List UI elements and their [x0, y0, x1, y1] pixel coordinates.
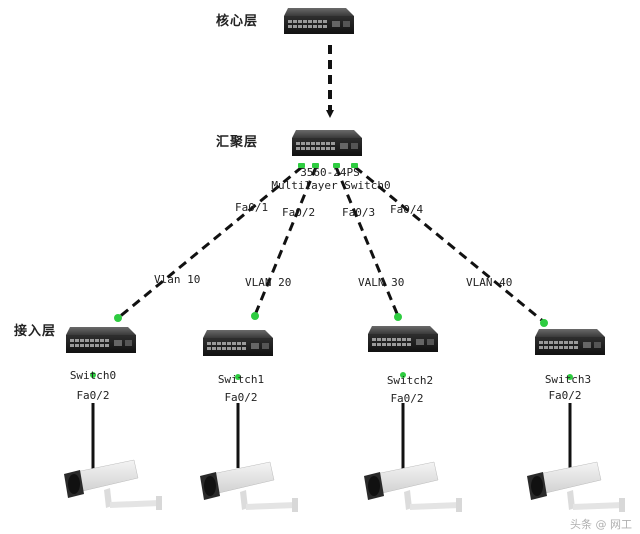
- vlan-label-4: VLAN 40: [466, 276, 513, 289]
- vlan-label-1: Vlan 10: [154, 273, 201, 286]
- access-switch-name-2: Switch2: [386, 374, 434, 387]
- access-switch-port-1: Fa0/2: [224, 391, 258, 404]
- port-indicator-agg-3: [333, 163, 340, 168]
- layer-label-access: 接入层: [14, 324, 57, 339]
- port-indicator-sw3-up: [540, 319, 548, 327]
- port-indicator-agg-2: [312, 163, 319, 168]
- core-uplink-arrow: [326, 110, 334, 118]
- access-switch-name-3: Switch3: [544, 373, 592, 386]
- port-indicator-sw2-up: [394, 313, 402, 321]
- access-switch-port-2: Fa0/2: [390, 392, 424, 405]
- layer-label-aggregation: 汇聚层: [216, 135, 259, 150]
- access-switch-name-0: Switch0: [69, 369, 117, 382]
- camera-2[interactable]: [363, 461, 463, 513]
- port-indicator-agg-4: [351, 163, 358, 168]
- core-switch[interactable]: [284, 8, 354, 34]
- access-switch-port-0: Fa0/2: [76, 389, 110, 402]
- access-switch-0[interactable]: [66, 327, 136, 353]
- port-indicator-sw1-up: [251, 312, 259, 320]
- multilayer-switch-model: 3560-24PS: [300, 166, 360, 179]
- vlan-label-3: VALN 30: [358, 276, 405, 289]
- link-vlan10: [117, 165, 303, 320]
- camera-0[interactable]: [63, 459, 163, 511]
- camera-1[interactable]: [199, 461, 299, 513]
- access-switch-port-3: Fa0/2: [548, 389, 582, 402]
- layer-label-core: 核心层: [216, 14, 259, 29]
- access-switch-name-1: Switch1: [217, 373, 265, 386]
- uplink-port-label-4: Fa0/4: [390, 203, 424, 216]
- port-indicator-sw2-down: [400, 372, 406, 378]
- link-vlan40: [354, 165, 545, 324]
- watermark-text: 头条 @ 网工: [570, 518, 632, 531]
- port-indicator-agg-1: [298, 163, 305, 168]
- port-indicator-sw0-up: [114, 314, 122, 322]
- access-switch-1[interactable]: [203, 330, 273, 356]
- uplink-port-label-1: Fa0/1: [235, 201, 269, 214]
- port-indicator-sw1-down: [235, 374, 241, 380]
- link-vlan20: [253, 166, 318, 316]
- port-indicator-sw3-down: [567, 374, 573, 380]
- uplink-port-label-3: Fa0/3: [342, 206, 376, 219]
- access-switch-2[interactable]: [368, 326, 438, 352]
- uplink-port-label-2: Fa0/2: [282, 206, 316, 219]
- port-indicator-sw0-down: [90, 372, 96, 378]
- multilayer-switch-name: Multilayer Switch0: [271, 179, 391, 192]
- link-vlan30: [334, 166, 400, 317]
- multilayer-switch[interactable]: [292, 130, 362, 156]
- camera-3[interactable]: [526, 461, 626, 513]
- access-switch-3[interactable]: [535, 329, 605, 355]
- vlan-label-2: VLAN 20: [245, 276, 292, 289]
